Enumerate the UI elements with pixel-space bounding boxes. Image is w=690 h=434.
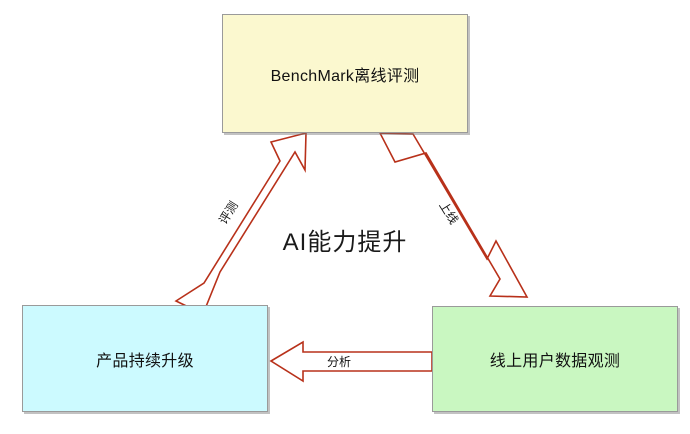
node-benchmark-label: BenchMark离线评测 (270, 67, 420, 85)
center-title: AI能力提升 (282, 229, 408, 256)
arrow-analyze (269, 340, 433, 383)
arrow-launch (378, 132, 529, 298)
node-online-user-data-observation[interactable]: 线上用户数据观测 (432, 306, 678, 412)
edge-label-analyze: 分析 (327, 355, 352, 369)
arrow-evaluate (174, 131, 307, 316)
node-product-label: 产品持续升级 (96, 352, 194, 370)
node-online-label: 线上用户数据观测 (489, 353, 621, 370)
node-product-continuous-upgrade[interactable]: 产品持续升级 (22, 305, 268, 412)
node-benchmark-offline-eval[interactable]: BenchMark离线评测 (222, 14, 468, 133)
